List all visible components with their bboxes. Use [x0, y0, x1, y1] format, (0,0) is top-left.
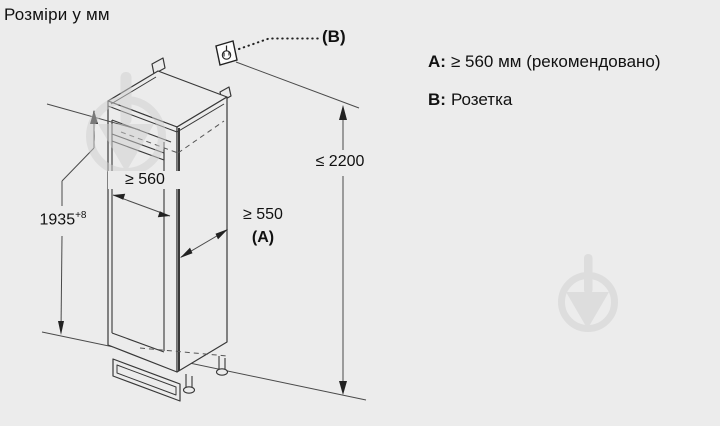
legend-key-a: A:: [428, 52, 446, 71]
legend-item-a: A:≥ 560 мм (рекомендовано): [428, 52, 661, 72]
download-arrow-circle-watermark: [558, 254, 618, 332]
socket-leader-line: [238, 37, 321, 50]
dim-label-depth-ref: (A): [251, 229, 275, 246]
dim-depth: [180, 229, 228, 258]
legend-text-a: ≥ 560 мм (рекомендовано): [450, 52, 661, 71]
tolerance-superscript: +8: [75, 210, 87, 221]
dim-label-niche-width: ≥ 560: [108, 171, 182, 189]
wall-tab-back: [151, 57, 166, 75]
dim-label-depth: ≥ 550: [243, 206, 283, 223]
cabinet-drawing: [107, 57, 232, 402]
plinth-panel: [112, 358, 181, 402]
dim-label-total-height: ≤ 2200: [302, 153, 378, 171]
dim-total-height: [339, 105, 347, 395]
legend-text-b: Розетка: [450, 90, 513, 109]
dim-niche-width: [112, 193, 171, 218]
page-title: Розміри у мм: [4, 5, 110, 24]
socket-callout-label: (B): [322, 27, 346, 46]
power-socket-icon: [215, 40, 238, 66]
legend-key-b: B:: [428, 90, 446, 109]
floor-extension-line: [41, 331, 367, 401]
dim-label-niche-height: 1935+8: [24, 210, 102, 230]
legend-item-b: B:Розетка: [428, 90, 512, 110]
cabinet-feet: [182, 356, 229, 394]
